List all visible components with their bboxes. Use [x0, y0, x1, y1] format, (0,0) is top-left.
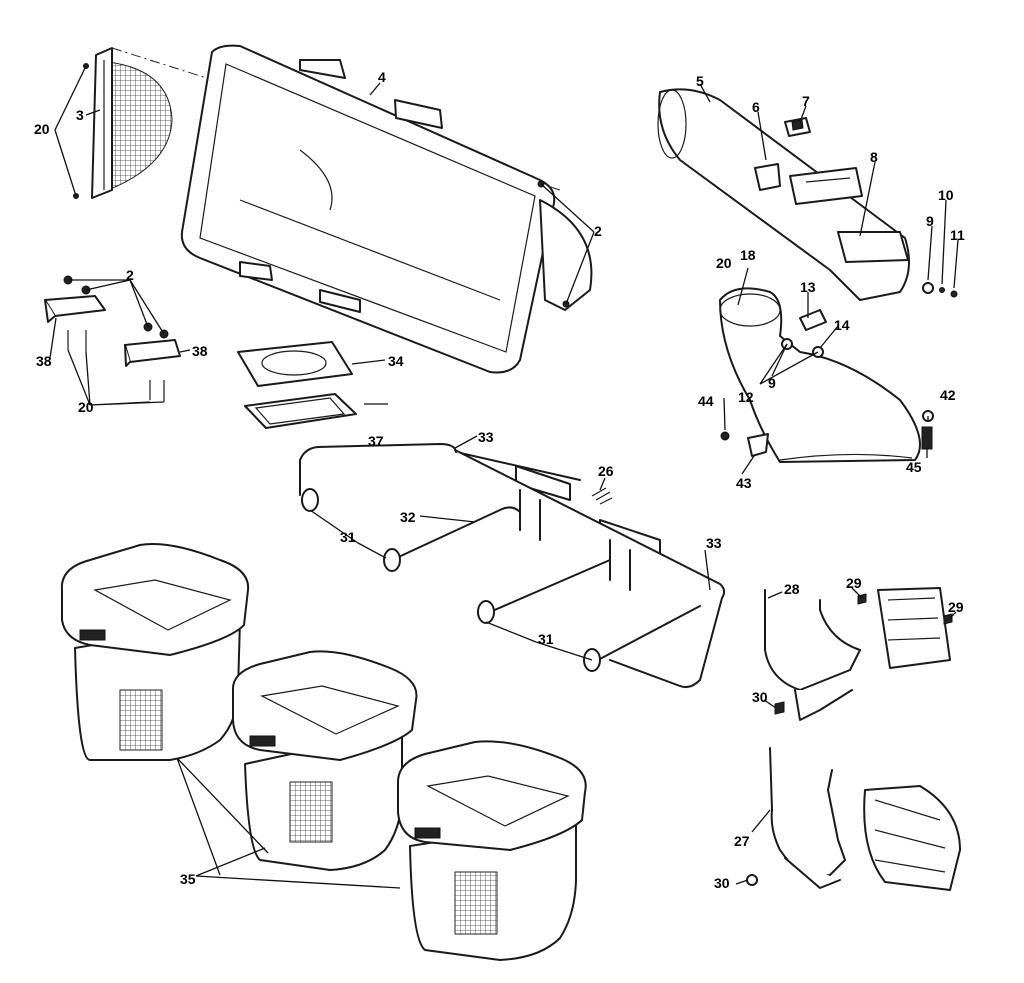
callout-10: 10	[938, 187, 954, 203]
callout-30b: 30	[714, 875, 730, 891]
callout-29a: 29	[846, 575, 862, 591]
roller-part-31b	[383, 548, 401, 572]
bracket-right-part-38	[124, 322, 181, 402]
bag-part-35c	[397, 740, 587, 961]
callout-6: 6	[752, 99, 760, 115]
callout-8: 8	[870, 149, 878, 165]
housing-part-4	[180, 44, 593, 374]
callout-2b: 2	[126, 267, 134, 283]
callout-9a: 9	[926, 213, 934, 229]
callout-5: 5	[696, 73, 704, 89]
callout-28: 28	[784, 581, 800, 597]
hardware-part-9-10-11	[922, 282, 958, 298]
callout-33a: 33	[478, 429, 494, 445]
latch-part-7	[784, 117, 811, 137]
callout-14: 14	[834, 317, 850, 333]
callout-38a: 38	[36, 353, 52, 369]
callout-26: 26	[598, 463, 614, 479]
callout-3: 3	[76, 107, 84, 123]
roller-part-31a	[301, 488, 319, 512]
callout-labels: 20 3 4 2 2 38 38 20 34 37 5 6 7 8 10 9 1…	[34, 69, 965, 891]
callout-43: 43	[736, 475, 752, 491]
bag-part-35a	[60, 543, 250, 761]
callout-33b: 33	[706, 535, 722, 551]
bracket-left-part-38	[44, 275, 106, 352]
callout-4: 4	[378, 69, 386, 85]
callout-37: 37	[368, 433, 384, 449]
bracket-part-43	[747, 433, 769, 457]
callout-31a: 31	[340, 529, 356, 545]
callout-9b: 9	[768, 375, 776, 391]
callout-29b: 29	[948, 599, 964, 615]
clips-part-26	[591, 487, 613, 505]
roller-part-31c	[477, 600, 495, 624]
callout-32: 32	[400, 509, 416, 525]
callout-12: 12	[738, 389, 754, 405]
callout-42: 42	[940, 387, 956, 403]
callout-20b: 20	[78, 399, 94, 415]
callout-18: 18	[740, 247, 756, 263]
screw-part-44	[720, 431, 730, 441]
gasket-frame-part-37	[244, 393, 357, 429]
callout-20c: 20	[716, 255, 732, 271]
chute-lower-part-18	[719, 287, 921, 463]
callout-20a: 20	[34, 121, 50, 137]
callout-7: 7	[802, 93, 810, 109]
frame-part-32	[391, 506, 701, 661]
callout-45: 45	[906, 459, 922, 475]
callout-30a: 30	[752, 689, 768, 705]
callout-35: 35	[180, 871, 196, 887]
callout-34: 34	[388, 353, 404, 369]
bracket-part-27	[746, 747, 961, 891]
bag-part-35b	[231, 650, 418, 871]
screen-part-3	[73, 47, 173, 199]
leader-lines	[49, 65, 959, 889]
handle-part-45	[921, 426, 933, 450]
callout-31b: 31	[538, 631, 554, 647]
callout-2a: 2	[594, 223, 602, 239]
frame-part-33	[299, 443, 726, 689]
gasket-part-34	[237, 341, 353, 387]
bracket-part-28	[764, 587, 953, 721]
callout-44: 44	[698, 393, 714, 409]
chute-upper-part-5	[657, 88, 910, 301]
callout-13: 13	[800, 279, 816, 295]
callout-11: 11	[950, 227, 965, 243]
callout-27: 27	[734, 833, 750, 849]
callout-38b: 38	[192, 343, 208, 359]
